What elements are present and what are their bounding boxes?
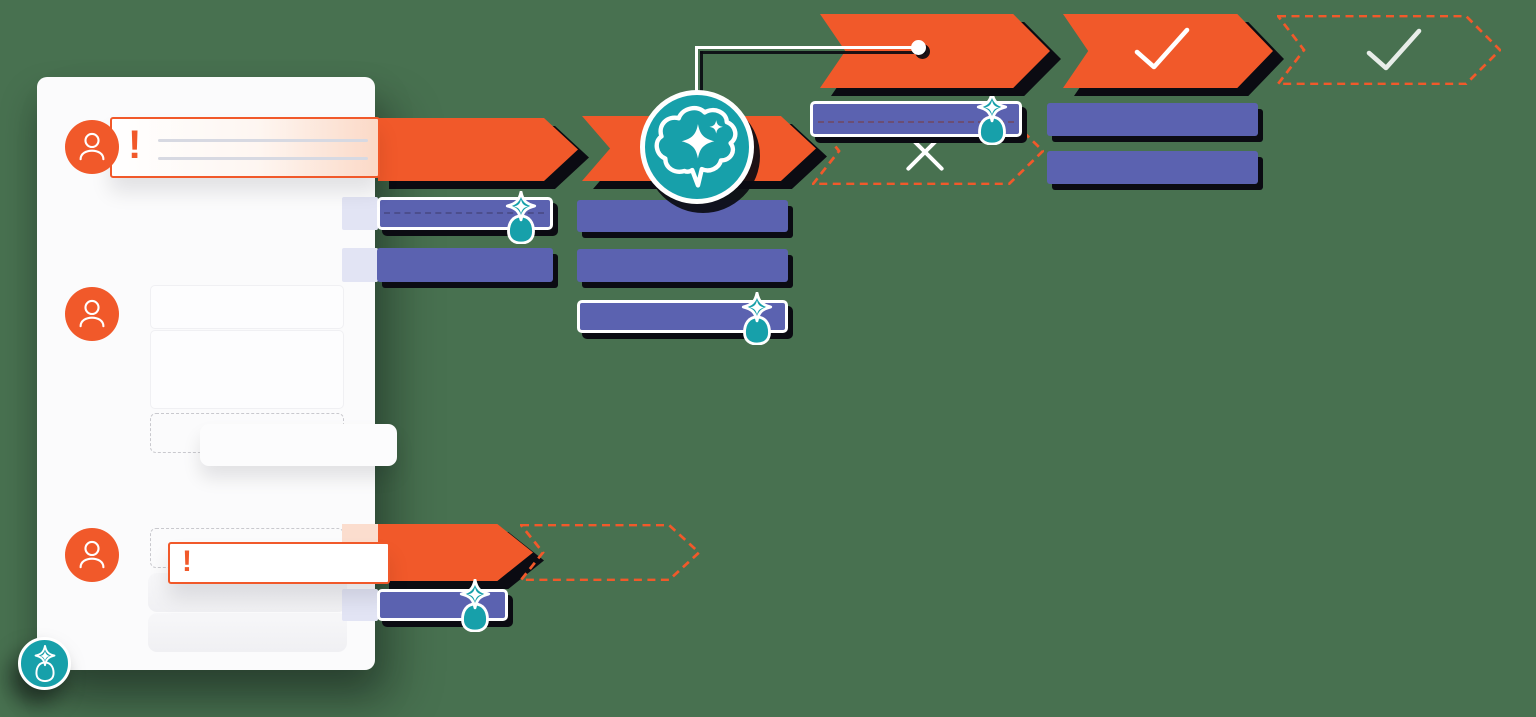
stage-arrow-review	[820, 14, 1061, 96]
exclamation-mark: !	[128, 123, 142, 167]
dragged-row	[200, 424, 397, 466]
ai-sparkle-person-icon	[976, 92, 1008, 145]
alert-input-field: !	[168, 542, 390, 584]
dashed-arrow-future-stage	[1277, 15, 1501, 85]
connector-line-horizontal	[695, 46, 921, 49]
bar-faint-segment	[342, 248, 378, 282]
ai-brain-sparkle-icon	[640, 90, 754, 204]
exclamation-mark: !	[182, 545, 192, 578]
ai-sparkle-person-icon	[34, 645, 55, 682]
text-placeholder-line	[158, 157, 368, 160]
placeholder-row	[150, 285, 344, 329]
user-avatar	[65, 528, 119, 582]
bar-faint-segment	[342, 197, 378, 230]
data-bar	[577, 200, 788, 232]
flow-arrow-request	[378, 524, 544, 589]
ai-badge	[18, 637, 71, 690]
data-bar	[377, 248, 553, 282]
ai-sparkle-person-icon	[741, 292, 773, 345]
bar-faint-segment	[342, 589, 378, 621]
x-mark-icon	[902, 131, 948, 173]
stage-arrow-approved	[1063, 14, 1284, 96]
placeholder-row	[148, 613, 347, 652]
data-bar	[1047, 151, 1258, 184]
data-bar	[577, 249, 788, 282]
dashed-arrow-pending	[520, 524, 700, 581]
text-placeholder-line	[158, 139, 368, 142]
data-bar	[1047, 103, 1258, 136]
placeholder-row	[150, 330, 344, 409]
user-avatar	[65, 287, 119, 341]
checkmark-icon	[1366, 28, 1422, 72]
connector-dot	[911, 40, 926, 55]
checkmark-icon	[1134, 27, 1190, 71]
person-icon	[79, 299, 105, 328]
flow-arrow-request	[378, 118, 589, 189]
person-icon	[79, 540, 105, 569]
ai-sparkle-person-icon	[459, 579, 491, 632]
person-icon	[79, 132, 105, 161]
connector-line-vertical	[695, 46, 698, 98]
dashed-line-overlay	[818, 121, 1014, 123]
ai-sparkle-person-icon	[505, 191, 537, 244]
user-avatar	[65, 120, 119, 174]
dashed-line-overlay	[384, 212, 544, 214]
alert-input-field: !	[110, 117, 380, 178]
